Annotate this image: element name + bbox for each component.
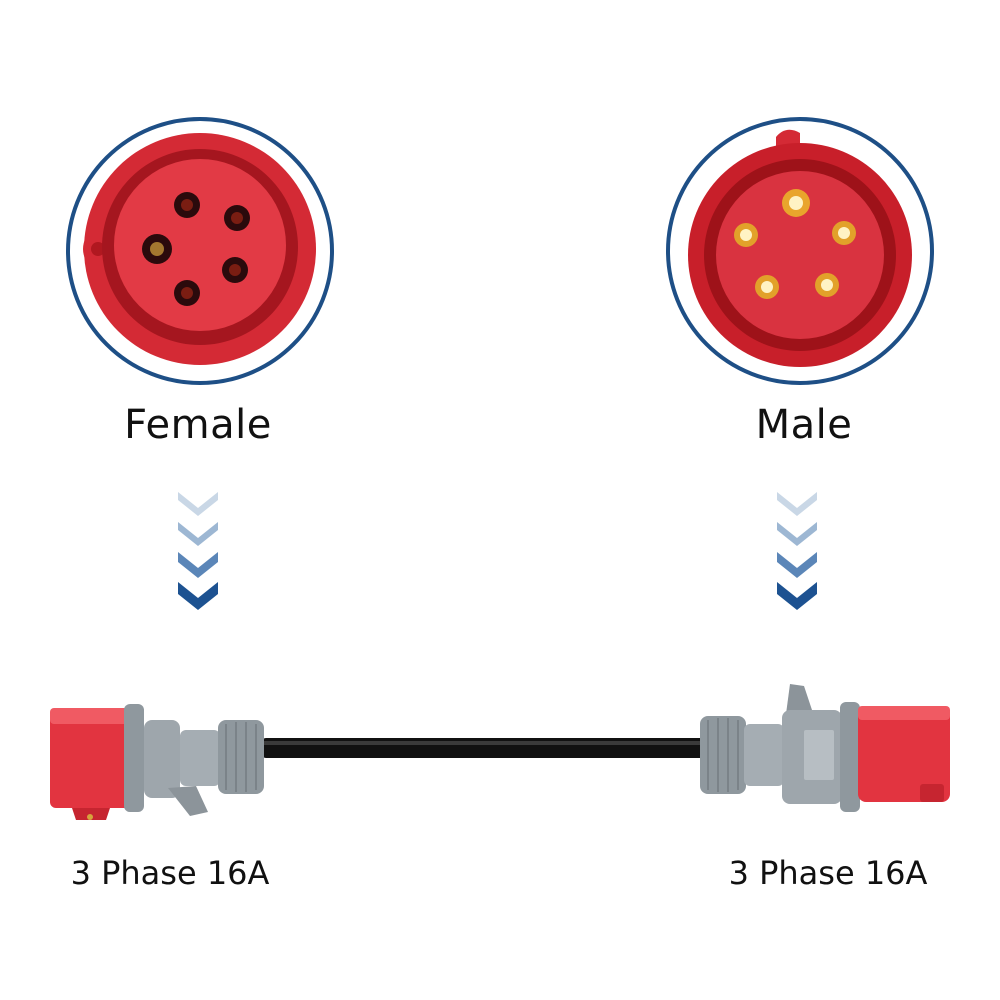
female-socket-face [64,115,336,387]
extension-cable [50,680,955,830]
female-label: Female [124,402,272,448]
female-socket-icon [66,117,334,385]
male-down-arrows [775,490,819,614]
male-plug-icon [666,117,934,385]
male-spec-label: 3 Phase 16A [728,854,928,892]
male-label: Male [755,402,853,448]
chevron-down-stack-icon [777,492,817,610]
male-plug-face [664,115,936,387]
chevron-down-stack-icon [178,492,218,610]
female-spec-label: 3 Phase 16A [70,854,270,892]
female-down-arrows [176,490,220,614]
cable-assembly-icon [50,684,950,820]
